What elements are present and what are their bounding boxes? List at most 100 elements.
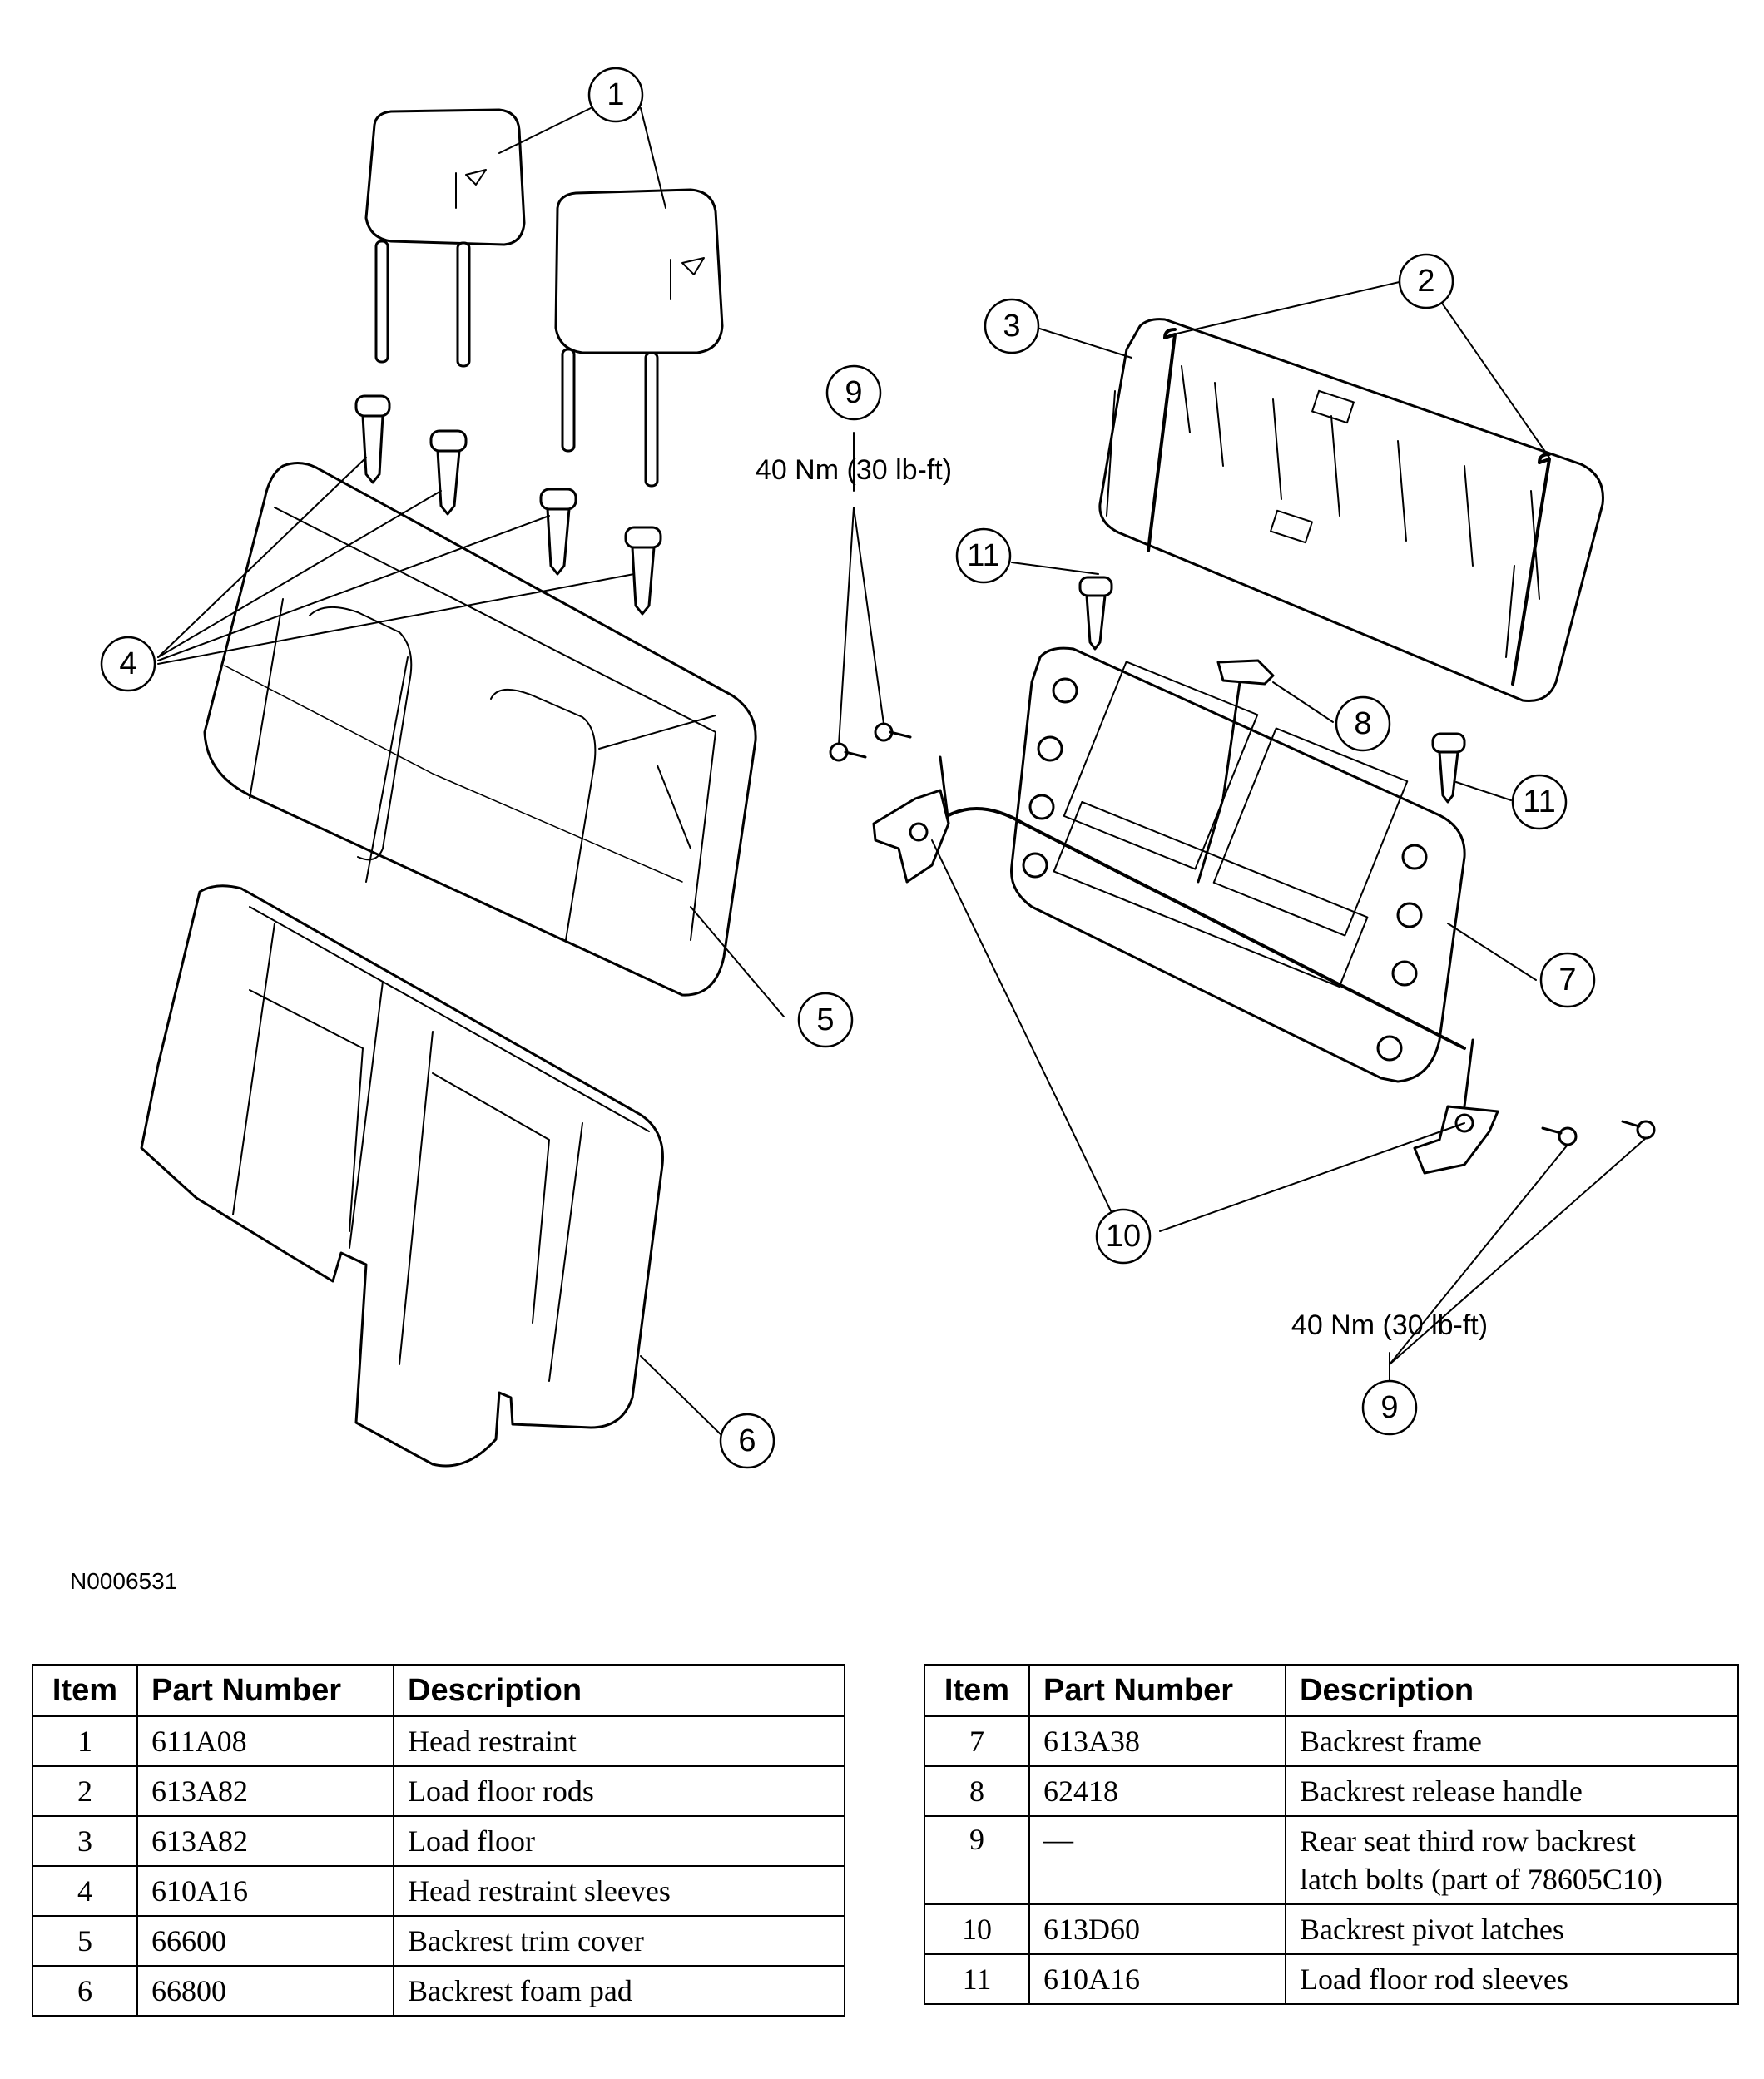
description-line-1: Rear seat third row backrest [1300,1824,1636,1858]
header-part-number: Part Number [136,1664,394,1717]
callout-circle-8 [1335,695,1391,752]
callout-11-lower: 11 [1523,785,1555,819]
table-row: 3 613A82 Load floor [32,1815,845,1867]
callout-circle-1 [587,67,644,123]
backrest-pivot-latch-left [872,755,950,884]
callout-circle-6 [719,1413,775,1469]
callout-circles [100,67,1596,1469]
callout-circle-2 [1398,253,1454,309]
callout-circle-5 [797,992,854,1048]
head-restraint-sleeve-1 [354,394,391,484]
cell-item: 7 [924,1715,1030,1767]
cell-part-number: — [1028,1815,1286,1905]
backrest-release-handle [1197,659,1275,884]
table-row: 8 62418 Backrest release handle [924,1765,1739,1817]
leader-lines [157,107,1647,1437]
cell-part-number: 613A38 [1028,1715,1286,1767]
table-row: 4 610A16 Head restraint sleeves [32,1865,845,1917]
callout-6: 6 [738,1423,756,1458]
callout-8: 8 [1354,706,1371,741]
callout-circle-7 [1539,952,1596,1008]
cell-item: 6 [32,1965,138,2017]
exploded-view-diagram: 1 2 3 4 5 6 7 8 9 9 10 11 11 40 Nm (30 l… [100,67,1656,1469]
cell-item: 4 [32,1865,138,1917]
callout-1: 1 [607,77,624,112]
table-row: 6 66800 Backrest foam pad [32,1965,845,2017]
table-row: 10 613D60 Backrest pivot latches [924,1903,1739,1955]
backrest-trim-cover [203,462,757,997]
torque-spec-bottom: 40 Nm (30 lb-ft) [1291,1309,1488,1341]
callout-10: 10 [1106,1219,1141,1254]
cell-part-number: 66600 [136,1915,394,1967]
latch-bolt-upper-left [829,742,867,762]
cell-description: Head restraint [393,1715,845,1767]
cell-part-number: 66800 [136,1965,394,2017]
cell-description: Backrest release handle [1285,1765,1739,1817]
callout-4: 4 [119,646,136,681]
table-row: 11 610A16 Load floor rod sleeves [924,1953,1739,2005]
head-restraint-left [364,108,526,368]
cell-part-number: 611A08 [136,1715,394,1767]
callout-circle-11-lower [1511,774,1568,830]
cell-item: 5 [32,1915,138,1967]
cell-description: Backrest frame [1285,1715,1739,1767]
load-floor [1098,318,1604,703]
head-restraint-right [554,188,724,488]
header-description: Description [1285,1664,1739,1717]
callout-7: 7 [1558,963,1576,997]
parts-table-left: Item Part Number Description 1 611A08 He… [32,1664,845,2017]
backrest-foam-pad [140,884,664,1468]
cell-description: Backrest pivot latches [1285,1903,1739,1955]
header-description: Description [393,1664,845,1717]
table-header-row: Item Part Number Description [32,1664,845,1717]
callout-circle-9-top [825,364,882,421]
latch-bolt-upper-right [874,722,912,742]
cell-description: Load floor rod sleeves [1285,1953,1739,2005]
callout-circle-9-bottom [1361,1379,1418,1436]
header-item: Item [32,1664,138,1717]
cell-description: Backrest foam pad [393,1965,845,2017]
callout-9-bottom: 9 [1380,1390,1398,1425]
cell-part-number: 610A16 [136,1865,394,1917]
latch-bolt-lower-right [1621,1120,1656,1140]
table-row: 7 613A38 Backrest frame [924,1715,1739,1767]
callout-circle-10 [1095,1208,1152,1265]
parts-table-right: Item Part Number Description 7 613A38 Ba… [924,1664,1739,2005]
load-floor-rod-sleeve-upper [1078,576,1113,651]
cell-description: Backrest trim cover [393,1915,845,1967]
head-restraint-sleeve-3 [539,488,577,576]
head-restraint-sleeve-2 [429,429,468,516]
cell-item: 8 [924,1765,1030,1817]
cell-description: Load floor rods [393,1765,845,1817]
table-header-row: Item Part Number Description [924,1664,1739,1717]
callout-11-upper: 11 [967,538,999,573]
table-row: 9 — Rear seat third row backrest latch b… [924,1815,1739,1905]
table-row: 2 613A82 Load floor rods [32,1765,845,1817]
callout-2: 2 [1417,264,1434,299]
torque-spec-top: 40 Nm (30 lb-ft) [756,454,952,486]
cell-description: Head restraint sleeves [393,1865,845,1917]
cell-part-number: 613D60 [1028,1903,1286,1955]
cell-description: Load floor [393,1815,845,1867]
header-item: Item [924,1664,1030,1717]
cell-item: 9 [924,1815,1030,1905]
latch-bolt-lower-left [1541,1126,1578,1146]
table-row: 1 611A08 Head restraint [32,1715,845,1767]
callout-3: 3 [1003,309,1020,344]
backrest-frame [1010,646,1466,1083]
callout-5: 5 [816,1002,834,1037]
cell-item: 11 [924,1953,1030,2005]
head-restraint-sleeve-4 [624,526,662,616]
backrest-pivot-latch-right [1413,1038,1499,1175]
callout-circle-4 [100,636,156,692]
load-floor-rod-sleeve-lower [1431,732,1466,804]
cell-part-number: 62418 [1028,1765,1286,1817]
cell-part-number: 610A16 [1028,1953,1286,2005]
callout-circle-3 [984,298,1040,354]
cell-item: 10 [924,1903,1030,1955]
cell-item: 2 [32,1765,138,1817]
callout-circle-11-upper [955,527,1012,584]
pivot-latch-rod [947,807,1466,1050]
figure-id: N0006531 [70,1568,178,1594]
description-line-2: latch bolts (part of 78605C10) [1300,1863,1662,1896]
